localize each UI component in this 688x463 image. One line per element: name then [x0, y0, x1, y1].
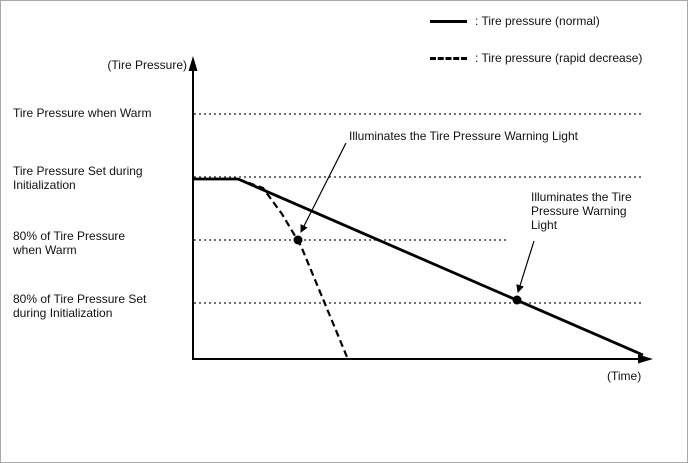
legend-label-rapid: : Tire pressure (rapid decrease) [475, 51, 643, 65]
dashed-line-sample [430, 56, 467, 60]
legend-item-normal: : Tire pressure (normal) [430, 14, 600, 28]
annotation-rapid: Illuminates the Tire Pressure Warning Li… [349, 129, 578, 143]
y-axis-label: (Tire Pressure) [107, 58, 187, 72]
level-label-init: Tire Pressure Set during Initialization [13, 164, 143, 193]
event-dot-rapid [293, 235, 303, 245]
x-axis-arrowhead-icon [638, 354, 653, 364]
series-rapid-line [237, 177, 349, 358]
leader-line-rapid [300, 142, 347, 233]
solid-line-sample [430, 19, 467, 23]
annotation-normal: Illuminates the Tire Pressure Warning Li… [531, 190, 632, 233]
event-dot-normal [512, 295, 522, 305]
x-axis-label: (Time) [607, 369, 642, 383]
level-label-warm: Tire Pressure when Warm [13, 106, 152, 120]
level-label-init80: 80% of Tire Pressure Set during Initiali… [13, 292, 147, 321]
y-axis-arrowhead-icon [188, 56, 198, 71]
leader-line-normal [516, 240, 535, 293]
legend-label-normal: : Tire pressure (normal) [475, 14, 600, 28]
level-label-warm80: 80% of Tire Pressure when Warm [13, 229, 126, 258]
legend-item-rapid: : Tire pressure (rapid decrease) [430, 51, 642, 65]
